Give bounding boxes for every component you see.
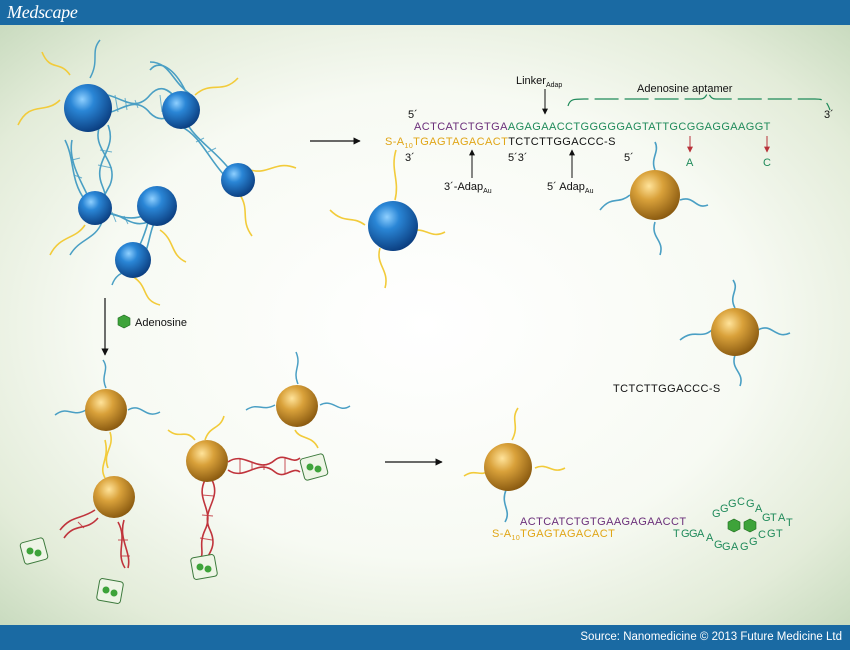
svg-text:A: A [731, 541, 739, 553]
svg-text:T: T [786, 517, 793, 529]
blue-nanoparticle [64, 84, 112, 132]
svg-text:A: A [778, 512, 786, 524]
blue-nanoparticle [78, 191, 112, 225]
top-strand: ACTCATCTGTGAAGAGAACCTGGGGGAGTATTGCGGAGGA… [414, 121, 771, 133]
blue-np-with-strands [329, 149, 446, 289]
svg-text:G: G [689, 528, 698, 540]
svg-text:G: G [767, 528, 776, 540]
svg-text:G: G [749, 536, 758, 548]
blue-nanoparticle [137, 186, 177, 226]
svg-text:A: A [755, 503, 763, 515]
prime-label: 5´ [408, 109, 418, 121]
adenosine-complex [19, 453, 329, 604]
svg-text:C: C [737, 496, 745, 508]
adap-au-5-label: 5´ AdapAu [547, 181, 594, 195]
dispersed-gold-nps [19, 351, 351, 604]
figure-panel [0, 25, 850, 625]
svg-text:C: C [758, 529, 766, 541]
prime-label: 5´ [624, 152, 634, 164]
svg-text:G: G [720, 503, 729, 515]
svg-text:G: G [762, 512, 771, 524]
svg-text:G: G [714, 539, 723, 551]
adenosine-label: Adenosine [135, 317, 187, 329]
mutation-c: C [763, 157, 771, 169]
svg-text:T: T [776, 528, 783, 540]
final-gold-np [463, 407, 566, 523]
aptamer-brace [567, 90, 831, 111]
aptamer-loop: G G G C G A G T A T T G G A A G G A G G … [673, 496, 793, 553]
source-credit: Source: Nanomedicine © 2013 Future Medic… [580, 631, 842, 643]
prime-label: 5´3´ [508, 152, 528, 164]
prime-label: 3´ [405, 152, 415, 164]
released-strand: TCTCTTGGACCC-S [613, 383, 721, 395]
adenosine-icon [743, 518, 757, 533]
final-top-strand: ACTCATCTGTGAAGAGAACCT [520, 516, 686, 528]
svg-text:G: G [746, 498, 755, 510]
adap-au-3-label: 3´-AdapAu [444, 181, 492, 195]
blue-nanoparticle [162, 91, 200, 129]
svg-text:A: A [697, 528, 705, 540]
svg-text:T: T [770, 512, 777, 524]
sequence-block: LinkerAdap Adenosine aptamer 5´ 3´ ACTCA… [385, 75, 834, 195]
svg-text:G: G [728, 498, 737, 510]
blue-nanoparticle [115, 242, 151, 278]
medscape-logo[interactable]: Medscape [7, 2, 78, 22]
final-sequence: ACTCATCTGTGAAGAGAACCT S-A10TGAGTAGACACT … [492, 496, 793, 553]
gold-np-with-strands [599, 141, 709, 256]
svg-text:G: G [712, 508, 721, 520]
footer-bar: Source: Nanomedicine © 2013 Future Medic… [0, 625, 850, 650]
prime-label: 3´ [824, 109, 834, 121]
nanoparticle-aggregate [17, 39, 297, 306]
svg-text:G: G [740, 541, 749, 553]
adenosine-icon [117, 314, 131, 329]
svg-text:T: T [673, 528, 680, 540]
bottom-strand: S-A10TGAGTAGACACTTCTCTTGGACCC-S [385, 136, 616, 150]
svg-text:G: G [722, 541, 731, 553]
final-bottom-strand: S-A10TGAGTAGACACT [492, 528, 615, 542]
linker-label: LinkerAdap [516, 75, 562, 89]
svg-text:G: G [681, 528, 690, 540]
blue-nanoparticle [221, 163, 255, 197]
aptamer-label: Adenosine aptamer [637, 83, 733, 95]
mutation-a: A [686, 157, 694, 169]
adenosine-icon [727, 518, 741, 533]
svg-text:A: A [706, 532, 714, 544]
header-bar: Medscape [0, 0, 850, 25]
released-gold-np [679, 279, 791, 387]
